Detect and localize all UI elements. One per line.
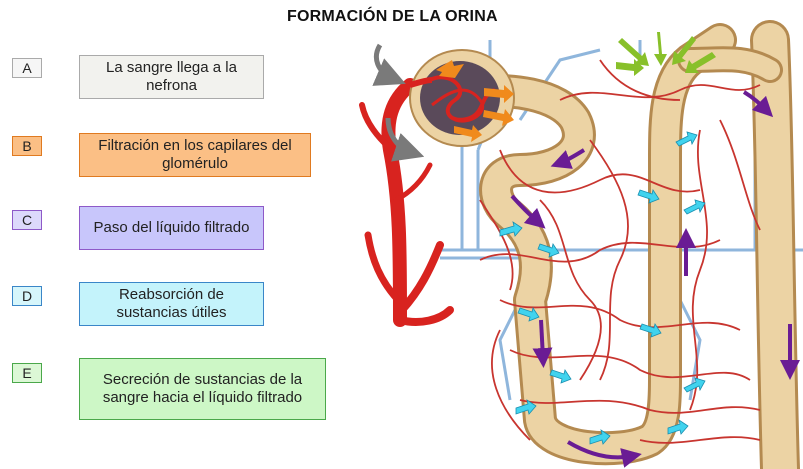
step-e-box: Secreción de sustancias de la sangre hac… (79, 358, 326, 420)
cyan-arrow-icon (499, 131, 706, 445)
step-e-letter: E (12, 363, 42, 383)
capillaries (479, 59, 761, 444)
purple-arrow-icon (510, 90, 800, 468)
gray-arrow-icon (372, 43, 425, 162)
step-a-letter: A (12, 58, 42, 78)
glomerulus (409, 49, 515, 147)
green-arrow-icon (616, 32, 716, 76)
step-d-letter: D (12, 286, 42, 306)
step-a-box: La sangre llega a la nefrona (79, 55, 264, 99)
step-c-letter: C (12, 210, 42, 230)
step-b-box: Filtración en los capilares del glomérul… (79, 133, 311, 177)
artery (359, 78, 454, 327)
orange-arrow-icon (436, 60, 514, 142)
step-d-box: Reabsorción de sustancias útiles (79, 282, 264, 326)
step-b-letter: B (12, 136, 42, 156)
step-c-box: Paso del líquido filtrado (79, 206, 264, 250)
tubule (443, 20, 800, 469)
page-title: FORMACIÓN DE LA ORINA (287, 8, 498, 25)
